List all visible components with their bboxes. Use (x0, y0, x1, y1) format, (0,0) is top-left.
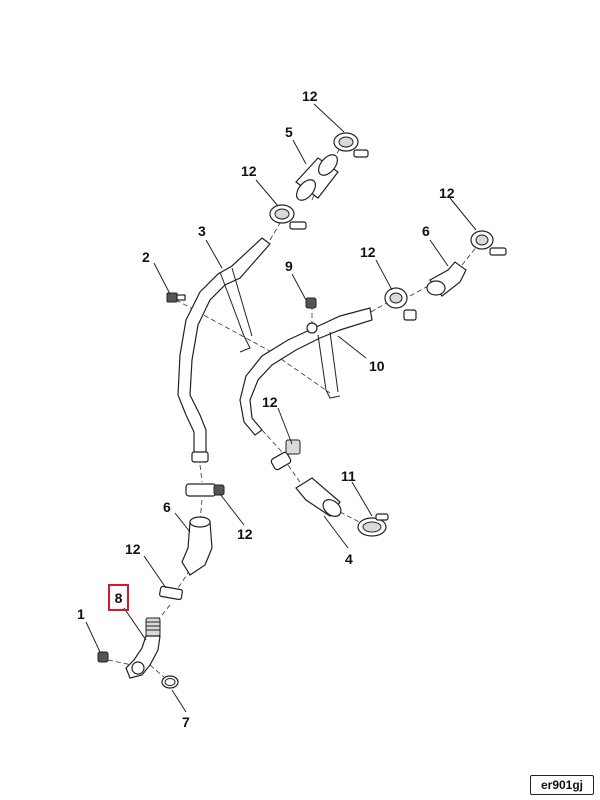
leader-lines (85, 103, 477, 713)
oring-part-7 (161, 675, 179, 689)
callout-11: 11 (341, 468, 356, 484)
pipe-part-10 (239, 307, 373, 436)
hose-part-5 (295, 154, 339, 201)
callout-8-highlighted: 8 (108, 584, 129, 611)
callout-12-lower-mid: 12 (262, 394, 278, 410)
callout-3: 3 (198, 223, 206, 239)
callout-6-lower: 6 (163, 499, 171, 515)
callout-4: 4 (345, 551, 353, 567)
callout-12-lower-right: 12 (237, 526, 253, 542)
callout-1: 1 (77, 606, 85, 622)
hose-part-6-upper (426, 261, 467, 297)
clamp-top (333, 132, 369, 158)
fitting-part-8 (125, 617, 161, 679)
clamp-lower-mid (270, 439, 301, 471)
callout-5: 5 (285, 124, 293, 140)
clamp-near-part-8 (159, 585, 183, 601)
clamp-mid-right (384, 287, 417, 321)
callout-12-upper-left: 12 (241, 163, 257, 179)
bolt-part-2 (166, 292, 186, 303)
callout-12-top: 12 (302, 88, 318, 104)
callout-12-lower-left: 12 (125, 541, 141, 557)
pipe-part-3 (177, 237, 271, 463)
diagram-reference-code: er901gj (530, 775, 594, 795)
callout-6-upper: 6 (422, 223, 430, 239)
callout-10: 10 (369, 358, 385, 374)
clamp-lower-left (185, 483, 225, 497)
bolt-part-1 (97, 651, 109, 663)
callout-12-mid: 12 (360, 244, 376, 260)
clamp-part-11 (357, 513, 389, 537)
clamp-top-right (470, 230, 507, 256)
hose-part-6-lower (181, 516, 213, 576)
callout-12-upper-right: 12 (439, 185, 455, 201)
callout-2: 2 (142, 249, 150, 265)
callout-9: 9 (285, 258, 293, 274)
bolt-part-9 (305, 297, 317, 309)
hose-part-4 (295, 477, 342, 517)
callout-7: 7 (182, 714, 190, 730)
clamp-mid-left (269, 204, 307, 230)
